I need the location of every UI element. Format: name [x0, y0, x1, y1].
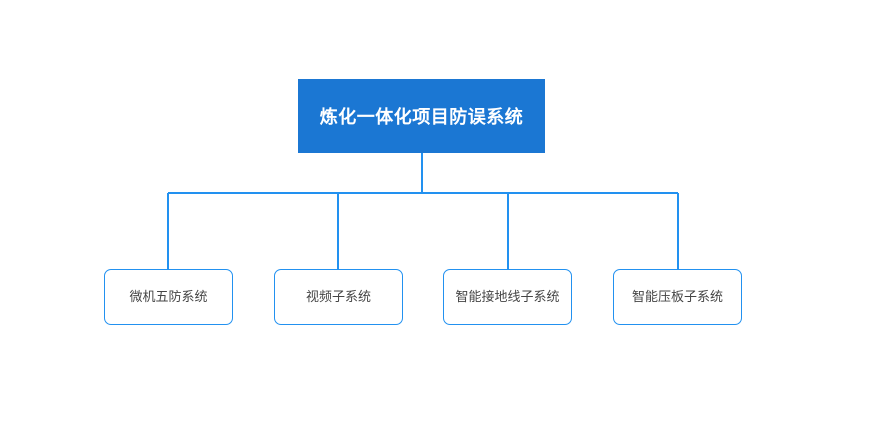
child-node-2-label: 视频子系统 — [305, 289, 371, 305]
root-node[interactable]: 炼化一体化项目防误系统 — [298, 79, 545, 153]
child-node-4[interactable]: 智能压板子系统 — [613, 269, 742, 325]
root-node-label: 炼化一体化项目防误系统 — [319, 107, 524, 127]
child-node-3-label: 智能接地线子系统 — [455, 289, 560, 305]
child-node-1-label: 微机五防系统 — [129, 289, 208, 305]
child-node-4-label: 智能压板子系统 — [631, 289, 723, 305]
child-node-2[interactable]: 视频子系统 — [274, 269, 403, 325]
child-node-1[interactable]: 微机五防系统 — [104, 269, 233, 325]
child-node-3[interactable]: 智能接地线子系统 — [443, 269, 572, 325]
